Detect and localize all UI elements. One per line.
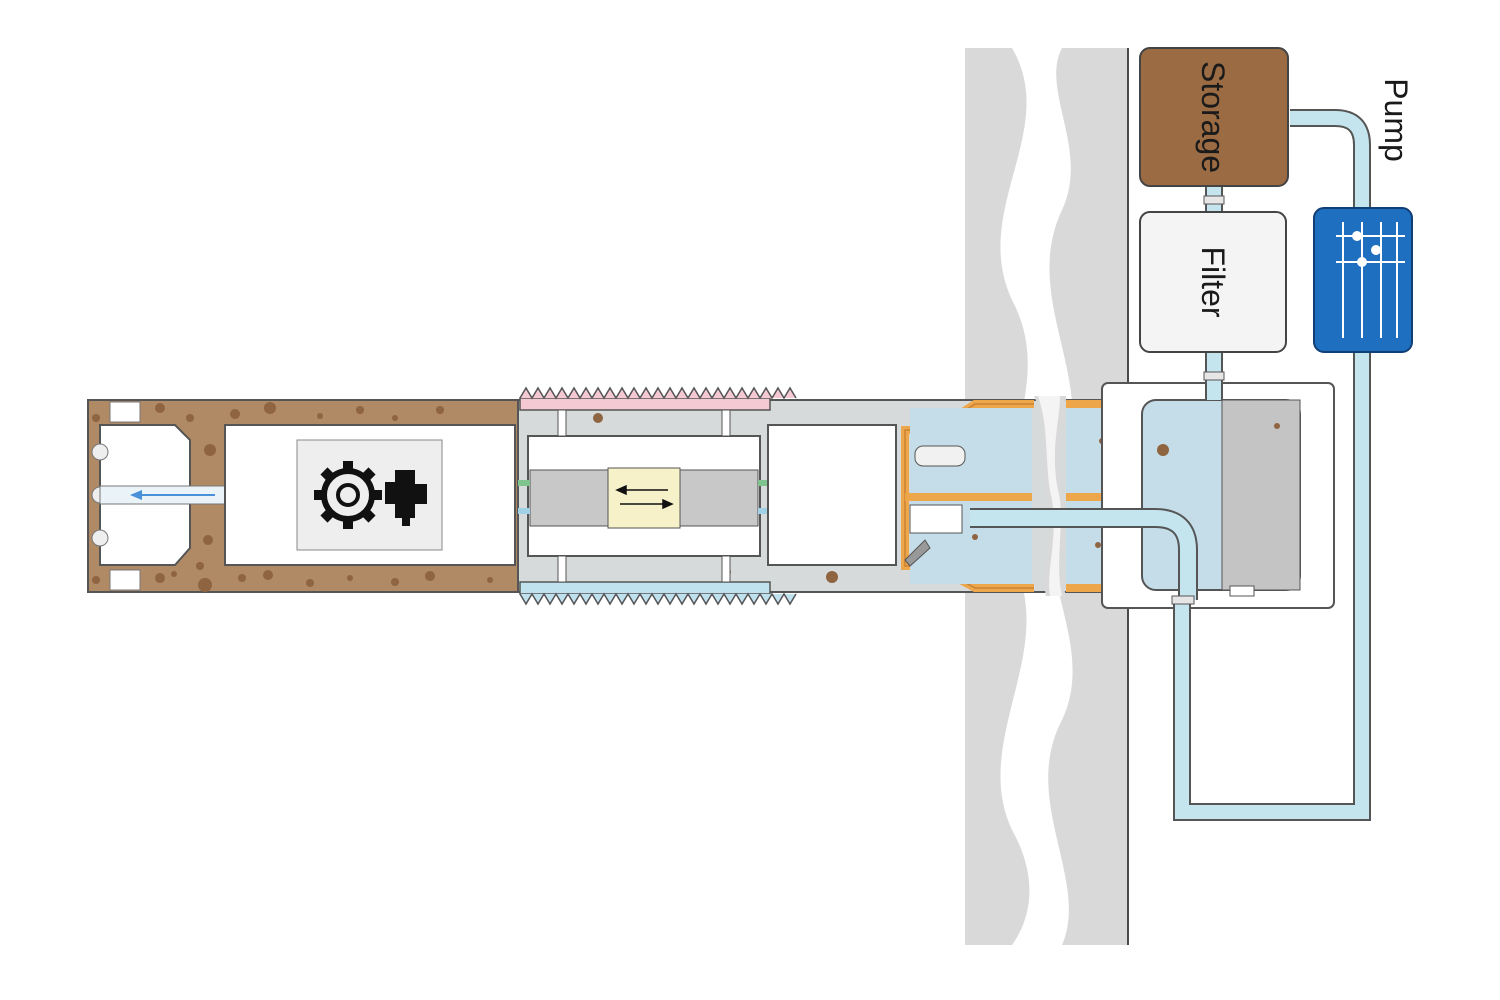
- cutter-nozzle-3: [91, 529, 109, 547]
- soil-segment: [87, 399, 519, 593]
- roller-bottom-box: [909, 504, 963, 534]
- jack-link-blue: [518, 508, 530, 514]
- filter-label: Filter: [1195, 246, 1231, 317]
- soil-dots: [92, 402, 493, 592]
- wall-gap-overlay-2: [1038, 396, 1062, 596]
- cutter-slot-top: [109, 401, 141, 423]
- jack-rod-bottom-left: [557, 555, 567, 583]
- storage-box: [1139, 47, 1289, 187]
- pump-supply-pipe: [1290, 111, 1369, 210]
- pipe-dot-2: [826, 571, 838, 583]
- jack-rod-bottom-right: [721, 555, 731, 583]
- filter-box: [1139, 211, 1287, 353]
- teeth-bottom-base: [519, 581, 771, 595]
- tank-drain: [1229, 585, 1255, 597]
- pipe-coupling-1: [1171, 595, 1195, 605]
- piston-block: [607, 467, 681, 529]
- jack-rod-top-right: [721, 409, 731, 437]
- roller-top: [914, 445, 966, 467]
- jack-link-blue-r: [758, 508, 770, 514]
- jack-rod-top-left: [557, 409, 567, 437]
- jack-link-green-top-r: [758, 480, 770, 486]
- cylinder-right: [679, 469, 759, 527]
- hinge-arm: [904, 539, 931, 567]
- storage-label: Storage: [1195, 61, 1231, 173]
- cylinder-left: [529, 469, 609, 527]
- cutter-nozzle-1: [91, 443, 109, 461]
- return-pipe: [1175, 350, 1369, 819]
- double-arrow-icon: [615, 484, 674, 510]
- bolt-5: [1095, 542, 1101, 548]
- filter-unit: Filter: [1139, 211, 1287, 353]
- tank-valve: [1157, 444, 1169, 456]
- teeth-top: [519, 386, 797, 400]
- orange-divider-right: [1066, 493, 1128, 501]
- pipe-coupling-3: [1203, 195, 1225, 205]
- pipe-coupling-2: [1203, 371, 1225, 381]
- jack-link-green-top: [518, 480, 530, 486]
- empty-chamber: [767, 424, 897, 566]
- pump-controls-icon: [1336, 222, 1405, 338]
- teeth-top-base: [519, 397, 771, 411]
- pump-label: Pump: [1378, 78, 1414, 162]
- pump-supply-outline: [1290, 109, 1371, 210]
- receiving-tank: [970, 382, 1335, 609]
- tank-grey-panel: [1221, 399, 1301, 591]
- flow-arrow-head: [130, 490, 142, 500]
- pipe-dot-1: [593, 413, 603, 423]
- tank-bolt: [1274, 423, 1280, 429]
- cutter-slot-bottom: [109, 569, 141, 591]
- pump-unit: Pump: [1313, 78, 1414, 353]
- teeth-bottom: [519, 592, 797, 606]
- motor-icon: [385, 470, 427, 526]
- bolt-3: [972, 534, 978, 540]
- storage-tank: Storage: [1139, 47, 1289, 187]
- orange-divider: [905, 493, 1032, 501]
- pipe-body: [517, 386, 1129, 606]
- gear-icon: [314, 461, 382, 529]
- tank-inlet-pipe-fill: [970, 510, 1196, 600]
